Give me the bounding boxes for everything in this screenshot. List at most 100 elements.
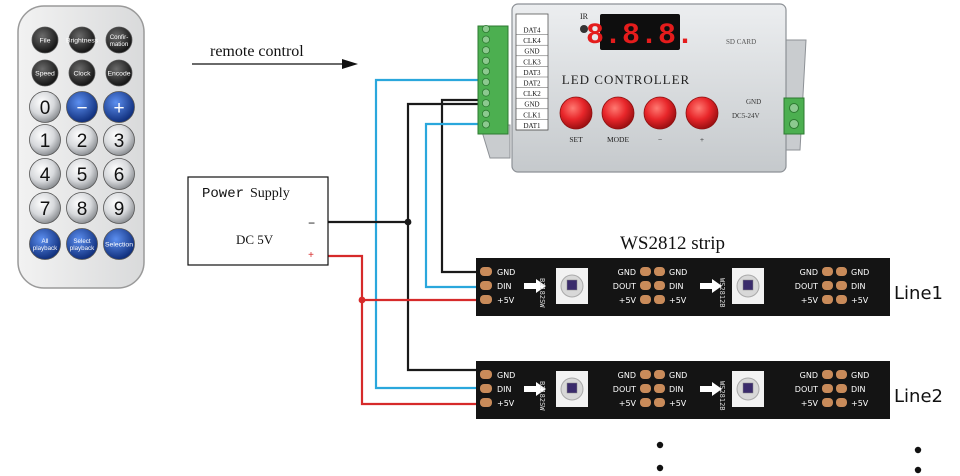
solder-pad [836,384,847,393]
remote-button-speed-icon[interactable]: Speed [31,59,59,87]
controller-button-label: + [700,135,704,144]
remote-button-label: 7 [40,199,51,220]
chip-marking: WS2812B [718,278,726,308]
remote-arrow [192,59,358,69]
remote-button-digit-4[interactable]: 4 [29,158,61,190]
solder-pad [480,267,492,276]
controller-button-3[interactable]: + [685,96,719,144]
remote-button-digit-1[interactable]: 1 [29,124,61,156]
terminal-label: DAT2 [523,80,541,88]
solder-pad [654,281,665,290]
solder-pad [822,398,833,407]
remote-button-digit-7[interactable]: 7 [29,192,61,224]
remote-button-digit-0[interactable]: 0 [29,91,61,123]
pad-label: +5V [619,399,637,408]
power-gnd-label: GND [746,98,761,106]
continuation-dots [656,441,922,474]
data-direction-arrow-icon [700,279,722,293]
terminal-screw [481,24,490,33]
left-terminal-block [477,25,509,135]
remote-button-digit-6[interactable]: 6 [103,158,135,190]
pad-label: +5V [851,296,869,305]
terminal-label: GND [524,48,539,56]
solder-pad [836,370,847,379]
power-terminal-block [783,97,805,135]
remote-button-label: Clock [74,71,92,78]
remote-button-selection-icon[interactable]: Selection [103,228,135,260]
terminal-label-panel [515,13,549,131]
solder-pad [640,398,651,407]
pad-label: GND [800,268,818,277]
wire-din-line2 [374,78,482,390]
chip-marking: B2182SW [538,381,546,411]
pad-label: DOUT [795,282,818,291]
controller-button-0[interactable]: SET [559,96,593,144]
ir-receiver-icon [580,25,588,33]
remote-button-digit-5[interactable]: 5 [66,158,98,190]
terminal-screw [481,88,490,97]
power-minus-label: − [308,217,315,231]
remote-button-label: + [113,98,124,119]
remote-button-label: − [76,98,87,119]
sd-card-label: SD CARD [726,38,756,46]
solder-pad [480,281,492,290]
chip-marking: B2182SW [538,278,546,308]
pad-label: +5V [497,399,515,408]
remote-button-label: playback [70,245,95,252]
solder-pad [640,295,651,304]
power-plus-label: + [308,251,314,262]
solder-pad [654,267,665,276]
controller-button-1[interactable]: MODE [601,96,635,144]
remote-button-label: Selection [105,242,133,249]
solder-pad [822,370,833,379]
remote-button-digit-9[interactable]: 9 [103,192,135,224]
pad-label: DOUT [613,385,636,394]
solder-pad [836,267,847,276]
remote-button-digit-8[interactable]: 8 [66,192,98,224]
wire-5v-line2 [328,254,480,406]
remote-button-label: Speed [35,71,55,78]
remote-button-digit-2[interactable]: 2 [66,124,98,156]
controller-button-2[interactable]: − [643,96,677,144]
remote-button-clock-icon[interactable]: Clock [68,59,96,87]
controller-title: LED CONTROLLER [562,72,690,87]
remote-button-encode-icon[interactable]: Encode [105,59,133,87]
solder-pad [480,384,492,393]
pad-label: GND [618,371,636,380]
remote-button-brightness-icon[interactable]: Brightness [66,26,99,54]
remote-button-plus-icon[interactable]: + [103,91,135,123]
remote-button-label: 0 [40,98,51,119]
solder-pad [640,281,651,290]
wire-gnd-line1 [440,98,482,274]
ir-label: IR [580,12,589,21]
remote-button-label: 5 [77,165,88,186]
pad-label: GND [497,371,515,380]
remote-button-label: 4 [40,165,51,186]
pad-label: DIN [851,282,866,291]
pad-label: +5V [669,296,687,305]
remote-button-file-icon[interactable]: File [31,26,59,54]
pad-label: +5V [801,296,819,305]
pad-label: +5V [801,399,819,408]
remote-button-confirm-icon[interactable]: Confir-mation [105,26,133,54]
data-direction-arrow-icon [524,279,546,293]
terminal-screw [481,120,490,129]
remote-button-minus-icon[interactable]: − [66,91,98,123]
terminal-label: CLK3 [523,58,541,66]
remote-button-label: 1 [40,131,51,152]
terminal-label: DAT4 [523,27,541,35]
chip-marking: WS2812B [718,381,726,411]
pad-label: +5V [619,296,637,305]
solder-pad [654,384,665,393]
remote-control-label: remote control [210,43,304,60]
wire-junction [404,218,412,226]
wire-gnd-line2 [406,102,482,372]
wires [328,78,482,406]
solder-pad [822,384,833,393]
remote-button-digit-3[interactable]: 3 [103,124,135,156]
